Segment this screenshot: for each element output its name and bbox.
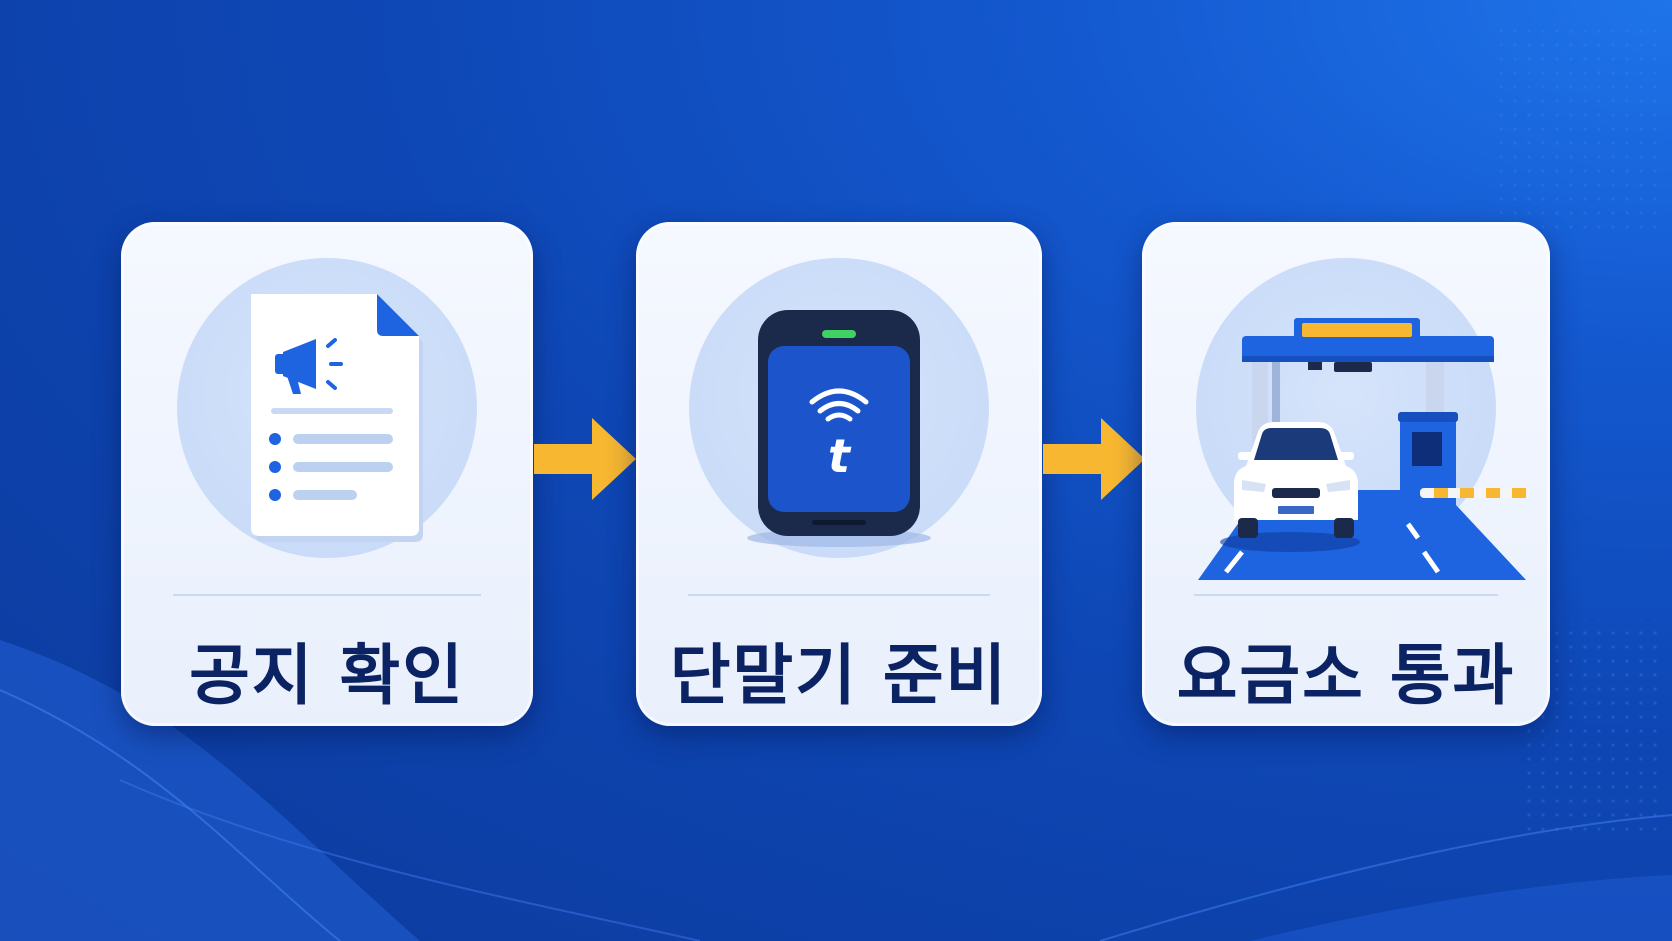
step-card-notice: 공지 확인: [121, 222, 533, 726]
arrow-right-icon: [1043, 418, 1145, 500]
card-divider: [1194, 594, 1498, 596]
card-divider: [688, 594, 990, 596]
step-card-terminal: t 단말기 준비: [636, 222, 1042, 726]
step-label: 요금소 통과: [1176, 637, 1516, 714]
arrow-right-icon: [534, 418, 636, 500]
step-label: 공지 확인: [189, 637, 465, 714]
step-label: 단말기 준비: [669, 637, 1009, 714]
svg-text:t: t: [828, 429, 852, 483]
card-divider: [173, 594, 481, 596]
notice-document-icon: [251, 294, 423, 542]
tollgate-car-icon: [1198, 318, 1530, 580]
hipass-terminal-icon: t: [747, 310, 931, 547]
step-card-tollgate: 요금소 통과: [1142, 222, 1550, 726]
